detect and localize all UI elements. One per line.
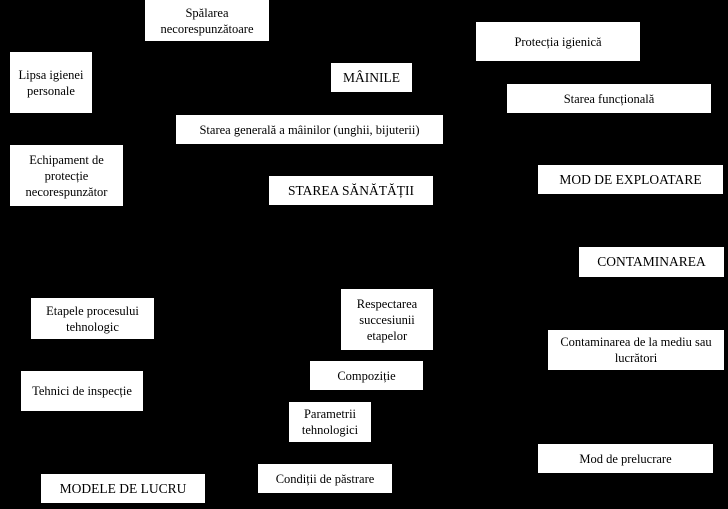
node-starea-functionala: Starea funcțională: [507, 84, 711, 113]
node-etapele: Etapele procesului tehnologic: [31, 298, 154, 339]
node-conditii: Condiții de păstrare: [258, 464, 392, 493]
node-echipament: Echipament de protecție necorespunzător: [10, 145, 123, 206]
node-respectarea: Respectarea succesiunii etapelor: [341, 289, 433, 350]
node-starea-generala: Starea generală a mâinilor (unghii, biju…: [176, 115, 443, 144]
node-modele-lucru: MODELE DE LUCRU: [41, 474, 205, 503]
node-tehnici: Tehnici de inspecție: [21, 371, 143, 411]
node-compozitie: Compoziție: [310, 361, 423, 390]
node-mainile: MÂINILE: [331, 63, 412, 92]
node-mod-prelucrare: Mod de prelucrare: [538, 444, 713, 473]
node-parametrii: Parametrii tehnologici: [289, 402, 371, 442]
node-protectia-igienica: Protecția igienică: [476, 22, 640, 61]
node-mod-exploatare: MOD DE EXPLOATARE: [538, 165, 723, 194]
node-spalarea: Spălarea necorespunzătoare: [145, 0, 269, 41]
node-starea-sanatatii: STAREA SĂNĂTĂȚII: [269, 176, 433, 205]
node-contaminarea-mediu: Contaminarea de la mediu sau lucrători: [548, 330, 724, 370]
node-contaminarea: CONTAMINAREA: [579, 247, 724, 277]
node-lipsa-igienei: Lipsa igienei personale: [10, 52, 92, 113]
